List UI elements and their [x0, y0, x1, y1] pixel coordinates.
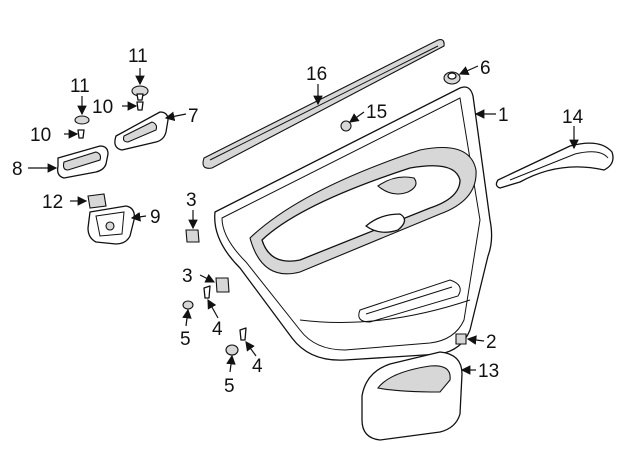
connector-12 — [87, 193, 107, 209]
plug-5-lower — [225, 344, 239, 356]
callout-2: 2 — [486, 332, 497, 353]
callout-4-upper: 4 — [212, 319, 223, 340]
callout-4-lower: 4 — [252, 356, 263, 377]
switch-bezel-7 — [114, 111, 169, 151]
screw-4-upper — [203, 285, 211, 299]
screw-10-lower — [77, 129, 85, 139]
callout-11-upper: 11 — [128, 46, 148, 67]
callout-11-lower: 11 — [70, 76, 90, 97]
clip-11-upper — [131, 85, 149, 101]
callout-12: 12 — [42, 192, 63, 213]
upper-trim-strip — [495, 142, 614, 189]
callout-13: 13 — [478, 361, 499, 382]
door-trim-panel — [214, 86, 493, 361]
screw-10-upper — [136, 101, 144, 111]
plug-15 — [340, 120, 352, 132]
belt-molding-strip — [202, 39, 445, 169]
callout-1: 1 — [498, 105, 509, 126]
leader-lines — [28, 65, 579, 375]
callout-15: 15 — [366, 102, 387, 123]
callout-6: 6 — [480, 58, 491, 79]
callout-7: 7 — [188, 106, 199, 127]
callout-3-lower: 3 — [182, 266, 193, 287]
callout-10-lower: 10 — [30, 125, 51, 146]
callout-5-upper: 5 — [180, 329, 191, 350]
clip-3-lower — [215, 277, 230, 293]
screw-4-lower — [239, 327, 247, 341]
clip-3-upper — [185, 229, 200, 243]
pocket-bin-13 — [361, 351, 463, 441]
callout-10-upper: 10 — [92, 97, 113, 118]
callout-labels: 1 2 3 3 4 4 5 5 6 7 8 9 10 10 11 11 12 1… — [12, 46, 584, 397]
clip-11-lower — [74, 115, 90, 125]
callout-16: 16 — [306, 64, 327, 85]
callout-9: 9 — [150, 207, 161, 228]
callout-3-upper: 3 — [186, 190, 197, 211]
callout-5-lower: 5 — [224, 376, 235, 397]
callout-8: 8 — [12, 159, 23, 180]
plug-5-upper — [182, 300, 194, 310]
callout-14: 14 — [562, 107, 584, 128]
latch-mechanism-9 — [87, 205, 135, 245]
clip-6 — [443, 71, 461, 85]
switch-bezel-8 — [56, 145, 109, 179]
clip-2 — [455, 333, 467, 345]
